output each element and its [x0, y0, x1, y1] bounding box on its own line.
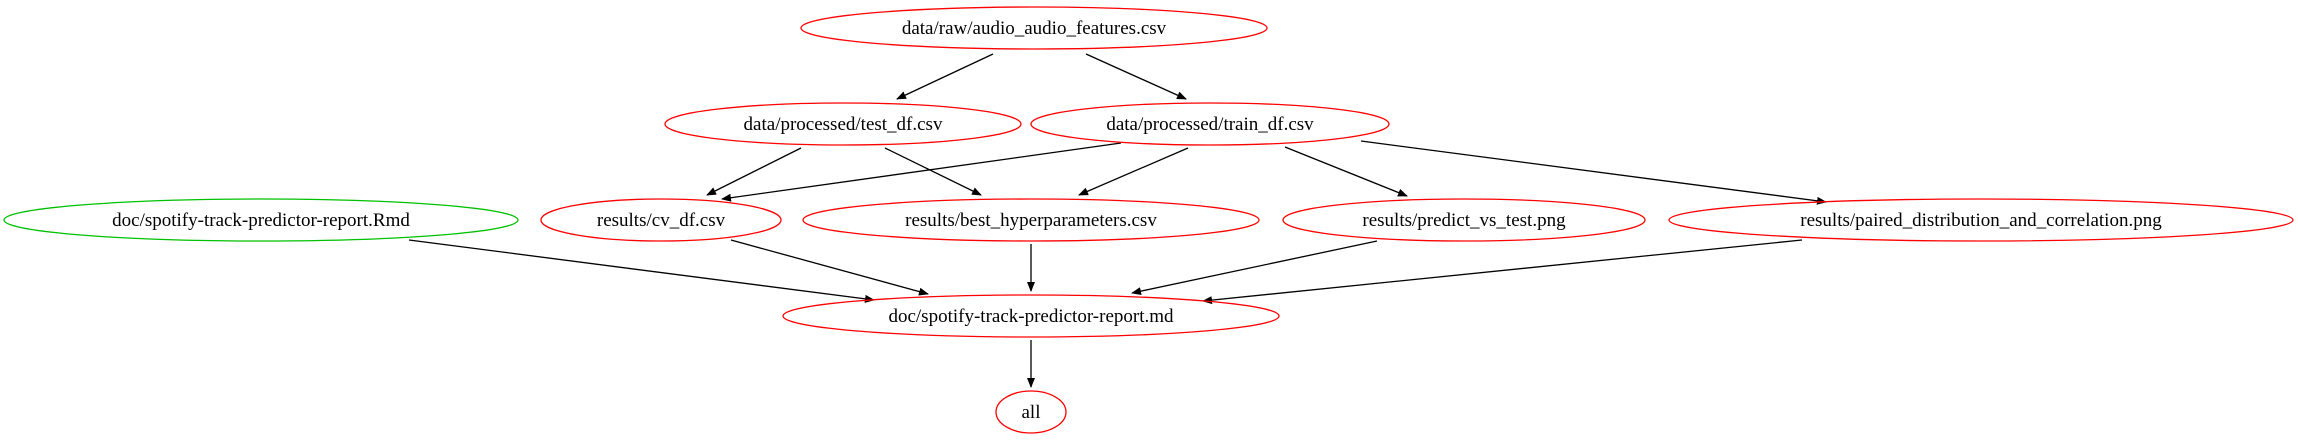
edge-train-to-hyper: [1078, 147, 1189, 196]
node-cv: results/cv_df.csv: [540, 198, 782, 242]
edge-train-to-pvt: [1284, 146, 1408, 197]
node-train-ellipse: [1030, 102, 1390, 146]
edge-train-to-cv: [721, 142, 1122, 202]
edge-rmd-to-md: [408, 239, 875, 303]
node-md: doc/spotify-track-predictor-report.md: [782, 294, 1280, 338]
node-paired: results/paired_distribution_and_correlat…: [1668, 198, 2294, 242]
node-pvt: results/predict_vs_test.png: [1282, 198, 1646, 242]
node-paired-ellipse: [1668, 198, 2294, 242]
edge-test-to-hyper: [884, 147, 982, 196]
node-hyper-ellipse: [802, 198, 1260, 242]
nodes-layer: data/raw/audio_audio_features.csv data/pr…: [3, 6, 2294, 434]
node-raw-label: data/raw/audio_audio_features.csv: [902, 18, 1167, 39]
edge-test-to-cv: [706, 147, 802, 196]
node-hyper-label: results/best_hyperparameters.csv: [905, 210, 1157, 231]
node-md-label: doc/spotify-track-predictor-report.md: [888, 306, 1174, 327]
node-train-label: data/processed/train_df.csv: [1106, 114, 1314, 135]
edge-train-to-paired: [1360, 140, 1827, 205]
node-test-ellipse: [664, 102, 1022, 146]
node-cv-label: results/cv_df.csv: [597, 210, 726, 231]
node-md-ellipse: [782, 294, 1280, 338]
node-raw-ellipse: [800, 6, 1268, 50]
edges-layer: [408, 53, 1827, 388]
node-paired-label: results/paired_distribution_and_correlat…: [1800, 210, 2162, 231]
node-all-ellipse: [995, 390, 1067, 434]
node-raw: data/raw/audio_audio_features.csv: [800, 6, 1268, 50]
node-hyper: results/best_hyperparameters.csv: [802, 198, 1260, 242]
node-rmd-ellipse: [3, 198, 519, 242]
node-train: data/processed/train_df.csv: [1030, 102, 1390, 146]
node-cv-ellipse: [540, 198, 782, 242]
edge-cv-to-md: [730, 239, 929, 296]
node-test: data/processed/test_df.csv: [664, 102, 1022, 146]
edge-pvt-to-md: [1131, 240, 1378, 296]
node-rmd-label: doc/spotify-track-predictor-report.Rmd: [112, 210, 410, 231]
node-test-label: data/processed/test_df.csv: [744, 114, 943, 135]
edge-raw-to-train: [1085, 53, 1187, 100]
edge-paired-to-md: [1202, 239, 1803, 305]
node-all-label: all: [1022, 402, 1041, 423]
node-rmd: doc/spotify-track-predictor-report.Rmd: [3, 198, 519, 242]
edge-raw-to-test: [896, 53, 994, 100]
node-pvt-label: results/predict_vs_test.png: [1362, 210, 1566, 231]
node-all: all: [995, 390, 1067, 434]
node-pvt-ellipse: [1282, 198, 1646, 242]
